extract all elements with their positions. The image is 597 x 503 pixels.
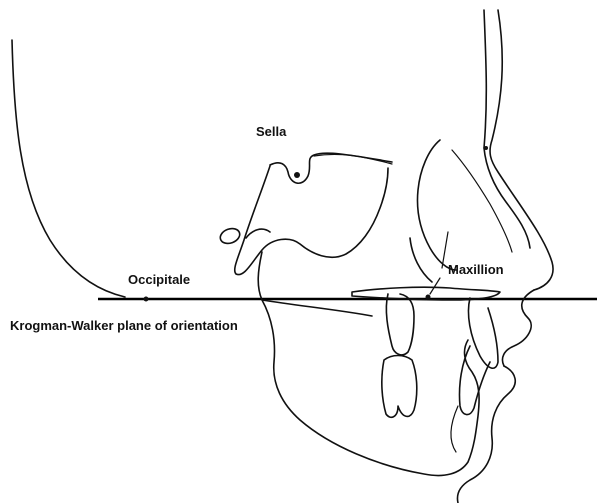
nasal-line-outer [452,150,512,252]
upper-lip [502,290,534,366]
symphysis-inner [451,406,458,452]
upper-incisor [468,298,498,368]
ramus-inner [262,300,372,316]
maxillion-leader [430,278,440,294]
nasal-bone [484,10,486,148]
lower-molar [382,356,417,418]
occipitale-label: Occipitale [128,272,190,287]
upper-molar [386,294,414,355]
orbit-outline [418,140,457,270]
frontal-soft-profile [490,10,553,290]
mandible-outline [258,252,479,476]
cranial-base [235,166,388,275]
nasal-line-inner [484,148,530,248]
sella-label: Sella [256,124,287,139]
lower-lip-chin [458,366,516,503]
nasion-dot [484,146,488,150]
porion-ellipse [218,226,242,246]
maxillion-point [426,295,431,300]
cranial-outline [12,40,125,297]
occipitale-point [144,297,149,302]
sella-point [294,172,300,178]
maxillion-label: Maxillion [448,262,504,277]
plane-label: Krogman-Walker plane of orientation [10,318,238,333]
sella-turcica [270,153,392,183]
pterygoid-outline [246,229,270,238]
